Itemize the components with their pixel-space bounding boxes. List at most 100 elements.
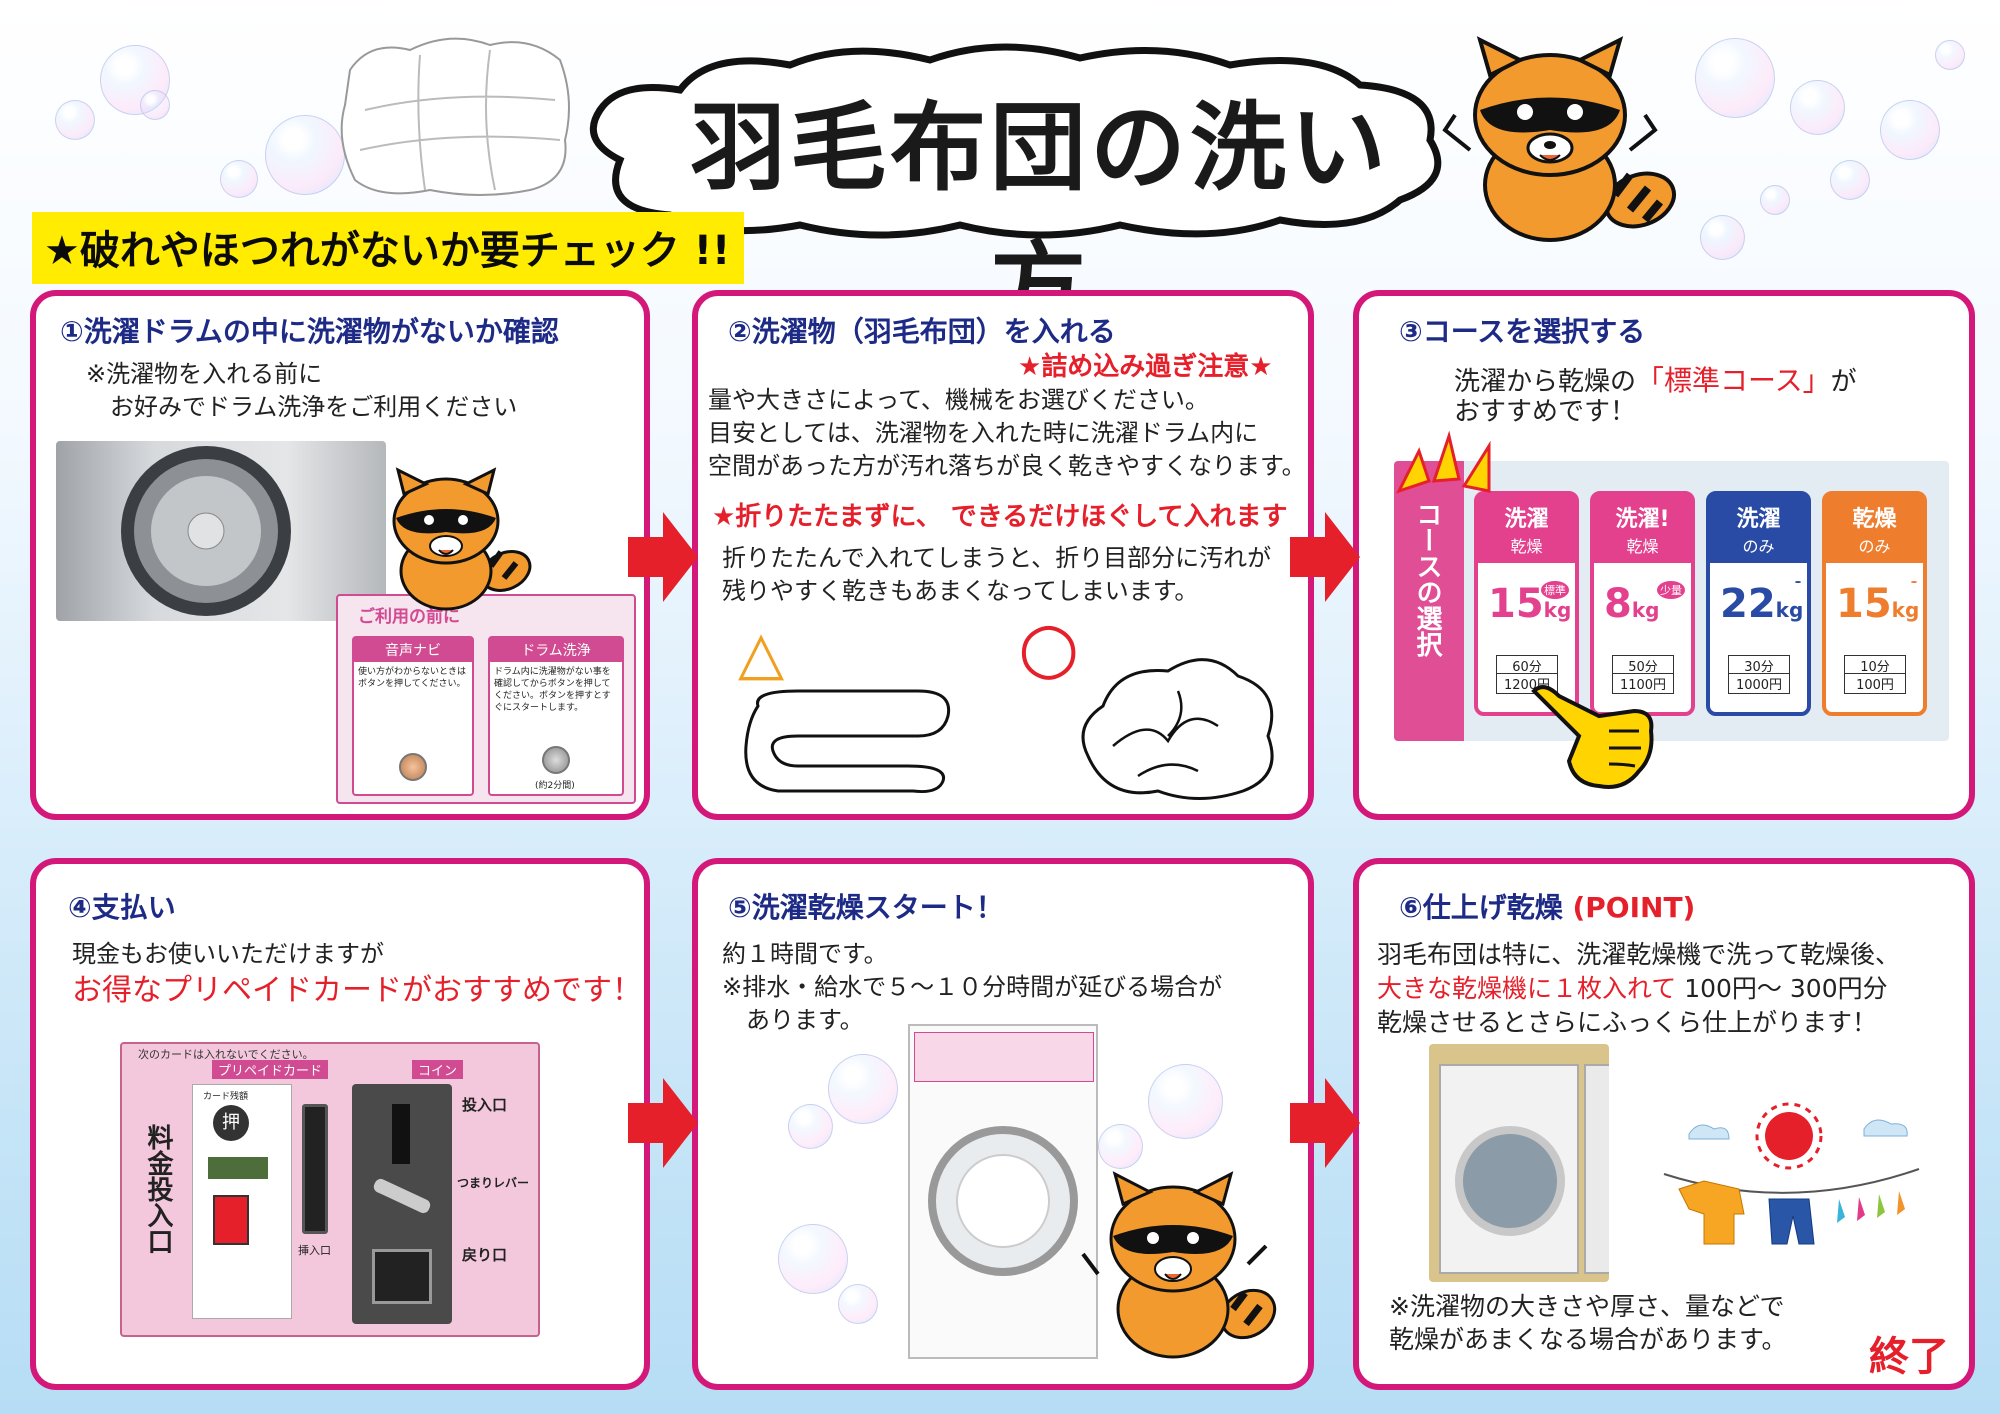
- step-2-panel: ②洗濯物（羽毛布団）を入れる ★詰め込み過ぎ注意★ 量や大きさによって、機械をお…: [692, 290, 1314, 820]
- coin-insert-slot[interactable]: [392, 1104, 410, 1164]
- folded-futon-illustration: [744, 689, 951, 793]
- bubble-decoration: [1830, 160, 1870, 200]
- jam-lever[interactable]: [371, 1176, 433, 1216]
- card-remaining-label: カード残額: [203, 1092, 249, 1102]
- drum-wash-label: ドラム洗浄: [490, 638, 622, 662]
- course-time: 30分: [1728, 655, 1790, 675]
- step-3-text-line2: おすすめです！: [1454, 397, 1637, 427]
- end-label: 終了: [1869, 1334, 1949, 1380]
- course-weight: 22: [1720, 581, 1776, 627]
- course-sub: のみ: [1710, 533, 1807, 563]
- course-name: 乾燥: [1826, 495, 1923, 533]
- course-unit: kg: [1631, 598, 1660, 622]
- futon-illustration: [340, 37, 570, 196]
- return-label: 戻り口: [462, 1246, 508, 1264]
- drum-wash-note: (約2分間): [535, 781, 575, 791]
- raccoon-mascot-icon: [1442, 36, 1676, 242]
- voice-navi-label: 音声ナビ: [354, 638, 472, 662]
- bubble-decoration: [100, 45, 170, 115]
- step-2-text: 量や大きさによって、機械をお選びください。 目安としては、洗濯物を入れた時に洗濯…: [708, 386, 1306, 480]
- bubble-decoration: [1880, 100, 1940, 160]
- loose-futon-illustration: [1081, 658, 1274, 800]
- step-6-heading: ⑥仕上げ乾燥: [1399, 891, 1563, 924]
- course-time: 50分: [1612, 655, 1674, 675]
- step-6-price: 100円〜 300円分: [1676, 974, 1888, 1003]
- bubble-decoration: [788, 1104, 833, 1149]
- step-1-heading: ①洗濯ドラムの中に洗濯物がないか確認: [60, 315, 559, 348]
- step-3-text-a: 洗濯から乾燥の「標準コース」が: [1454, 364, 1857, 399]
- prepaid-card-label: プリペイドカード: [212, 1060, 329, 1079]
- step-2-tip-text: 折りたたんで入れてしまうと、折り目部分に汚れが 残りやすく乾きもあまくなってしま…: [722, 544, 1272, 605]
- course-sub: 乾燥: [1594, 533, 1691, 563]
- course-time: 10分: [1844, 655, 1906, 675]
- course-sub: 乾燥: [1478, 533, 1575, 563]
- course-price: 1100円: [1612, 673, 1674, 694]
- washer-control-panel[interactable]: [914, 1032, 1094, 1082]
- drum-photo: [56, 441, 386, 621]
- laundry-line-illustration: [1663, 1102, 1920, 1245]
- bubble-decoration: [220, 160, 258, 198]
- bubble-decoration: [838, 1284, 878, 1324]
- bad-mark: △: [738, 618, 785, 688]
- step-6-text-line3: 乾燥させるとさらにふっくら仕上がります！: [1377, 1008, 1878, 1037]
- course-panel-label-text: コースの選択: [1412, 501, 1442, 657]
- drum-wash-notice-photo: ご利用の前に 音声ナビ 使い方がわからないときはボタンを押してください。 ドラム…: [336, 594, 636, 804]
- bubble-decoration: [1790, 80, 1845, 135]
- dryer-unit: [1439, 1064, 1579, 1274]
- bubble-decoration: [1760, 185, 1790, 215]
- notice-title: ご利用の前に: [358, 607, 460, 627]
- payment-top-note: 次のカードは入れないでください。: [138, 1048, 314, 1061]
- arrow-right-icon: [1290, 1078, 1360, 1168]
- step-5-heading: ⑤洗濯乾燥スタート！: [728, 891, 1004, 924]
- step-3-heading: ③コースを選択する: [1399, 315, 1646, 348]
- course-name: 洗濯: [1478, 495, 1575, 533]
- bubble-decoration: [778, 1224, 848, 1294]
- course-weight: 8: [1604, 581, 1632, 627]
- course-name: 洗濯: [1710, 495, 1807, 533]
- course-price: 1000円: [1728, 673, 1790, 694]
- title-cloud: [589, 43, 1442, 239]
- drum-wash-button[interactable]: [542, 746, 570, 774]
- voice-navi-text: 使い方がわからないときはボタンを押してください。: [358, 667, 467, 689]
- course-tag: 標準: [1541, 581, 1569, 599]
- step-4-text: 現金もお使いいただけますが: [72, 940, 384, 968]
- page-title: 羽毛布団の洗い方: [690, 92, 1390, 343]
- step-1-text: ※洗濯物を入れる前に お好みでドラム洗浄をご利用ください: [86, 360, 518, 421]
- course-weight: 15: [1488, 581, 1544, 627]
- course-tag: [1911, 581, 1917, 583]
- step-6-note: ※洗濯物の大きさや厚さ、量などで 乾燥があまくなる場合があります。: [1389, 1292, 1787, 1354]
- course-time: 60分: [1496, 655, 1558, 675]
- drum-wash-text: ドラム内に洗濯物がない事を確認してからボタンを押してください。ボタンを押すとすぐ…: [494, 667, 611, 713]
- step-1-panel: ①洗濯ドラムの中に洗濯物がないか確認 ※洗濯物を入れる前に お好みでドラム洗浄を…: [30, 290, 650, 820]
- raccoon-mascot-icon: [1081, 1171, 1277, 1359]
- bubble-decoration: [55, 100, 95, 140]
- step-3-panel: ③コースを選択する 洗濯から乾燥の「標準コース」が おすすめです！ コースの選択…: [1353, 290, 1975, 820]
- washer-door[interactable]: [928, 1126, 1078, 1276]
- dryer-door[interactable]: [1455, 1126, 1565, 1236]
- bubble-decoration: [1695, 38, 1775, 118]
- step-6-point: (POINT): [1572, 891, 1696, 924]
- voice-navi-button[interactable]: [399, 753, 427, 781]
- push-button[interactable]: 押: [213, 1105, 249, 1141]
- coin-label: コイン: [412, 1060, 464, 1079]
- insert-label: 投入口: [462, 1096, 508, 1114]
- course-unit: kg: [1775, 598, 1804, 622]
- step-2-warning: ★詰め込み過ぎ注意★: [1018, 352, 1273, 382]
- course-unit: kg: [1891, 598, 1920, 622]
- step-6-text-line2: 大きな乾燥機に１枚入れて 100円〜 300円分: [1377, 972, 1888, 1005]
- step-4-panel: ④支払い 現金もお使いいただけますが お得なプリペイドカードがおすすめです！ 次…: [30, 858, 650, 1390]
- step-5-text: 約１時間です。 ※排水・給水で５〜１０分時間が延びる場合が あります。: [722, 940, 1223, 1034]
- standard-course-highlight: 「標準コース」: [1636, 364, 1831, 397]
- card-slot[interactable]: [302, 1104, 328, 1234]
- prepaid-card-highlight: お得なプリペイドカードがおすすめです！: [72, 973, 642, 1008]
- course-price: 100円: [1844, 673, 1906, 694]
- payment-machine-photo: 次のカードは入れないでください。 プリペイドカード コイン 料金投入口 カード残…: [120, 1042, 540, 1337]
- jam-lever-label: つまりレバー: [457, 1176, 530, 1190]
- coin-return[interactable]: [372, 1249, 432, 1304]
